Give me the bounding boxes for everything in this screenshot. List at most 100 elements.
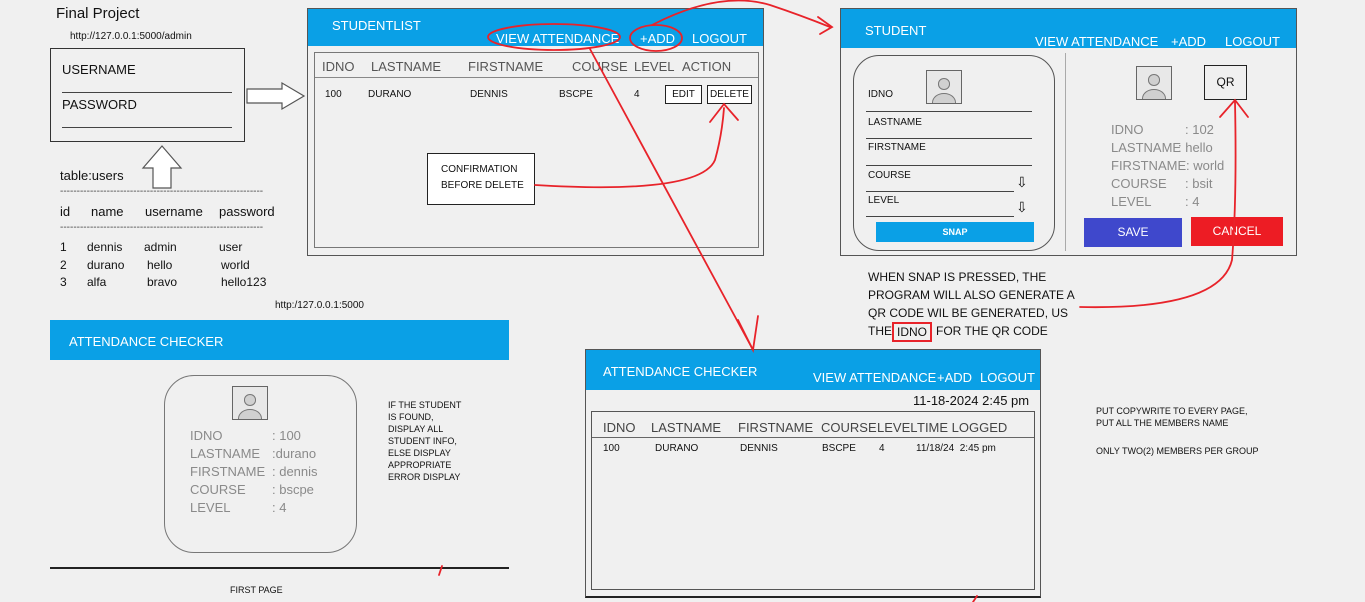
info-label: COURSE bbox=[190, 482, 246, 497]
arrowhead-icon bbox=[817, 16, 834, 35]
col-time-logged: TIME LOGGED bbox=[917, 420, 1008, 435]
chevron-down-icon[interactable]: ⇩ bbox=[1016, 199, 1028, 215]
note-line: BEFORE DELETE bbox=[441, 180, 524, 191]
cell-course: BSCPE bbox=[559, 89, 593, 100]
info-value: :durano bbox=[272, 446, 317, 461]
preview-value: : world bbox=[1186, 158, 1225, 173]
current-datetime: 11-18-2024 2:45 pm bbox=[913, 393, 1030, 408]
field-level-select[interactable] bbox=[866, 216, 1014, 217]
users-cell: hello123 bbox=[221, 275, 267, 289]
field-lastname-label: LASTNAME bbox=[868, 117, 922, 128]
col-lastname: LASTNAME bbox=[371, 59, 442, 74]
cell-course: BSCPE bbox=[822, 443, 856, 454]
header-divider bbox=[315, 77, 758, 78]
field-idno-input[interactable] bbox=[866, 111, 1032, 112]
requirement-line: ONLY TWO(2) MEMBERS PER GROUP bbox=[1096, 446, 1259, 456]
snap-note-line: WHEN SNAP IS PRESSED, THE bbox=[868, 270, 1047, 284]
snap-note-line: QR CODE WIL BE GENERATED, US bbox=[868, 306, 1069, 320]
preview-label: IDNO bbox=[1111, 122, 1144, 137]
nav-add[interactable]: +ADD bbox=[937, 370, 973, 385]
users-cell: user bbox=[219, 240, 243, 254]
cell-level: 4 bbox=[879, 443, 885, 454]
student-info-card: IDNO : 100 LASTNAME :durano FIRSTNAME : … bbox=[164, 375, 357, 553]
users-cell: 1 bbox=[60, 240, 67, 254]
col-lastname: LASTNAME bbox=[651, 420, 722, 435]
col-level: LEVEL bbox=[877, 420, 918, 435]
cancel-button[interactable]: CANCEL bbox=[1191, 217, 1283, 246]
delete-button[interactable]: DELETE bbox=[707, 85, 752, 104]
cell-idno: 100 bbox=[603, 443, 620, 454]
nav-logout[interactable]: LOGOUT bbox=[692, 31, 747, 46]
checker-left-header: ATTENDANCE CHECKER bbox=[50, 320, 509, 360]
avatar-icon bbox=[232, 386, 268, 420]
student-window: STUDENT VIEW ATTENDANCE +ADD LOGOUT IDNO… bbox=[840, 8, 1297, 256]
preview-value: : 102 bbox=[1185, 122, 1214, 137]
admin-url: http://127.0.0.1:5000/admin bbox=[70, 31, 192, 42]
checker-note-line: APPROPRIATE bbox=[388, 460, 452, 470]
nav-add[interactable]: +ADD bbox=[1171, 34, 1207, 49]
save-button[interactable]: SAVE bbox=[1084, 218, 1182, 247]
users-cell: 2 bbox=[60, 258, 67, 272]
field-level-label: LEVEL bbox=[868, 195, 900, 206]
avatar-icon bbox=[926, 70, 962, 104]
users-cell: alfa bbox=[87, 275, 107, 289]
checker-note-line: DISPLAY ALL bbox=[388, 424, 444, 434]
student-form-card: IDNO LASTNAME FIRSTNAME COURSE ⇩ LEVEL ⇩… bbox=[853, 55, 1055, 251]
cell-idno: 100 bbox=[325, 89, 342, 100]
checker-note-line: STUDENT INFO, bbox=[388, 436, 457, 446]
checker-note-line: IF THE STUDENT bbox=[388, 400, 462, 410]
studentlist-window: STUDENTLIST VIEW ATTENDANCE +ADD LOGOUT … bbox=[307, 8, 764, 256]
first-page-caption: FIRST PAGE bbox=[230, 585, 283, 595]
field-idno-label: IDNO bbox=[868, 89, 893, 100]
username-field[interactable] bbox=[62, 92, 232, 93]
checker-left-title: ATTENDANCE CHECKER bbox=[69, 334, 224, 349]
checker-note-line: IS FOUND, bbox=[388, 412, 434, 422]
nav-view-attendance[interactable]: VIEW ATTENDANCE bbox=[1035, 34, 1159, 49]
cell-firstname: DENNIS bbox=[470, 89, 508, 100]
field-course-select[interactable] bbox=[866, 191, 1014, 192]
checker-note-line: ERROR DISPLAY bbox=[388, 472, 461, 482]
nav-logout[interactable]: LOGOUT bbox=[1225, 34, 1280, 49]
flow-arrow-up-icon bbox=[141, 145, 183, 189]
project-title: Final Project bbox=[56, 5, 140, 22]
users-cell: bravo bbox=[147, 275, 178, 289]
field-lastname-input[interactable] bbox=[866, 138, 1032, 139]
preview-label: FIRSTNAME bbox=[1111, 158, 1187, 173]
username-label: USERNAME bbox=[62, 62, 136, 77]
info-label: LASTNAME bbox=[190, 446, 261, 461]
snap-note-line: THE bbox=[868, 324, 892, 338]
users-cell: world bbox=[221, 258, 250, 272]
student-header: STUDENT VIEW ATTENDANCE +ADD LOGOUT bbox=[841, 9, 1296, 49]
password-field[interactable] bbox=[62, 127, 232, 128]
users-col-id: id bbox=[60, 204, 71, 219]
field-firstname-input[interactable] bbox=[866, 165, 1032, 166]
snap-note-line: FOR THE QR CODE bbox=[936, 324, 1048, 338]
checker-right-title: ATTENDANCE CHECKER bbox=[603, 364, 758, 379]
info-value: : 4 bbox=[272, 500, 287, 515]
field-course-label: COURSE bbox=[868, 170, 911, 181]
col-course: COURSE bbox=[821, 420, 877, 435]
users-cell: admin bbox=[144, 240, 177, 254]
cell-time-logged: 11/18/24 2:45 pm bbox=[916, 443, 996, 454]
checker-right-window: ATTENDANCE CHECKER VIEW ATTENDANCE +ADD … bbox=[585, 349, 1041, 598]
users-col-username: username bbox=[145, 204, 203, 219]
nav-add[interactable]: +ADD bbox=[640, 31, 676, 46]
users-table-separator: ----------------------------------------… bbox=[60, 222, 264, 233]
preview-value: : hello bbox=[1178, 140, 1213, 155]
note-line: CONFIRMATION bbox=[441, 164, 518, 175]
studentlist-header: STUDENTLIST VIEW ATTENDANCE +ADD LOGOUT bbox=[308, 9, 763, 46]
snap-button[interactable]: SNAP bbox=[876, 222, 1034, 242]
chevron-down-icon[interactable]: ⇩ bbox=[1016, 174, 1028, 190]
nav-view-attendance[interactable]: VIEW ATTENDANCE bbox=[813, 370, 937, 385]
nav-logout[interactable]: LOGOUT bbox=[980, 370, 1035, 385]
col-firstname: FIRSTNAME bbox=[738, 420, 814, 435]
password-label: PASSWORD bbox=[62, 97, 137, 112]
edit-button[interactable]: EDIT bbox=[665, 85, 702, 104]
info-value: : dennis bbox=[272, 464, 318, 479]
checker-left-window: ATTENDANCE CHECKER IDNO : 100 LASTNAME :… bbox=[50, 320, 509, 569]
login-box: USERNAME PASSWORD bbox=[50, 48, 245, 142]
student-title: STUDENT bbox=[865, 23, 927, 38]
nav-view-attendance[interactable]: VIEW ATTENDANCE bbox=[496, 31, 620, 46]
col-idno: IDNO bbox=[322, 59, 355, 74]
users-cell: hello bbox=[147, 258, 173, 272]
